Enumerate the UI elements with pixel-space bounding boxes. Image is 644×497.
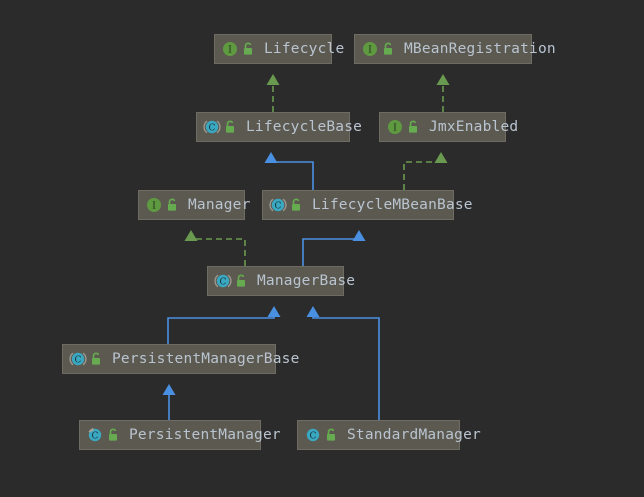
class-node-standardmanager[interactable]: C StandardManager (297, 420, 481, 450)
public-lock-icon (166, 198, 179, 212)
class-node-label: Lifecycle (264, 41, 345, 57)
class-icon: C (305, 427, 321, 443)
interface-icon: I (362, 41, 378, 57)
svg-text:I: I (393, 123, 397, 134)
abstract-class-icon: C (269, 197, 287, 213)
arrowhead-implements (184, 230, 198, 241)
public-lock-icon (382, 42, 395, 56)
class-node-jmxenabled[interactable]: I JmxEnabled (379, 112, 518, 142)
svg-text:C: C (275, 201, 282, 211)
arrowhead-implements (434, 152, 448, 163)
arrowhead-extends (267, 306, 281, 317)
class-node-lifecyclembeanbase[interactable]: C LifecycleMBeanBase (262, 190, 473, 220)
class-node-label: ManagerBase (257, 273, 356, 289)
public-lock-icon (90, 352, 103, 366)
class-node-label: PersistentManagerBase (112, 351, 300, 367)
public-lock-icon (107, 428, 120, 442)
public-lock-icon (235, 274, 248, 288)
class-node-manager[interactable]: I Manager (138, 190, 250, 220)
abstract-class-icon: C (69, 351, 87, 367)
interface-icon: I (387, 119, 403, 135)
svg-text:C: C (220, 277, 227, 287)
class-node-label: LifecycleMBeanBase (312, 197, 473, 213)
arrowhead-implements (436, 74, 450, 85)
edge-persistentmanager-extends-persistentmanagerbase[interactable] (162, 384, 176, 420)
arrowhead-implements (266, 74, 280, 85)
class-node-lifecycle[interactable]: I Lifecycle (214, 34, 344, 64)
interface-icon: I (146, 197, 162, 213)
svg-text:C: C (75, 355, 82, 365)
svg-text:C: C (209, 123, 216, 133)
class-node-mbeanregistration[interactable]: I MBeanRegistration (354, 34, 556, 64)
class-node-label: Manager (188, 197, 251, 213)
class-node-label: StandardManager (347, 427, 481, 443)
arrowhead-extends (306, 306, 320, 317)
public-lock-icon (407, 120, 420, 134)
class-node-persistentmanager[interactable]: C PersistentManager (79, 420, 281, 450)
class-node-label: PersistentManager (129, 427, 281, 443)
svg-text:I: I (228, 45, 232, 56)
edge-lifecyclebase-implements-lifecycle[interactable] (266, 74, 280, 112)
public-lock-icon (242, 42, 255, 56)
arrowhead-extends (352, 230, 366, 241)
class-node-persistentmanagerbase[interactable]: C PersistentManagerBase (62, 344, 299, 374)
arrowhead-extends (162, 384, 176, 395)
class-node-label: MBeanRegistration (404, 41, 556, 57)
edge-lifecyclembeanbase-implements-jmxenabled[interactable] (403, 152, 448, 190)
public-lock-icon (325, 428, 338, 442)
svg-text:C: C (92, 431, 99, 441)
svg-text:I: I (368, 45, 372, 56)
class-node-lifecyclebase[interactable]: C LifecycleBase (196, 112, 362, 142)
edge-managerbase-implements-manager[interactable] (184, 230, 246, 266)
abstract-class-icon: C (214, 273, 232, 289)
svg-text:C: C (310, 431, 317, 441)
edge-standardmanager-extends-managerbase[interactable] (306, 306, 380, 420)
public-lock-icon (224, 120, 237, 134)
public-lock-icon (290, 198, 303, 212)
edge-jmxenabled-implements-mbeanregistration[interactable] (436, 74, 450, 112)
class-node-managerbase[interactable]: C ManagerBase (207, 266, 355, 296)
edge-persistentmanagerbase-extends-managerbase[interactable] (167, 306, 281, 344)
edge-managerbase-extends-lifecyclembeanbase[interactable] (302, 230, 366, 266)
interface-icon: I (222, 41, 238, 57)
abstract-class-icon: C (203, 119, 221, 135)
class-node-label: JmxEnabled (429, 119, 519, 135)
class-node-label: LifecycleBase (246, 119, 363, 135)
svg-text:I: I (152, 201, 156, 212)
edge-lifecyclembeanbase-extends-lifecyclebase[interactable] (264, 152, 314, 190)
class-icon: C (87, 427, 103, 443)
arrowhead-extends (264, 152, 278, 163)
